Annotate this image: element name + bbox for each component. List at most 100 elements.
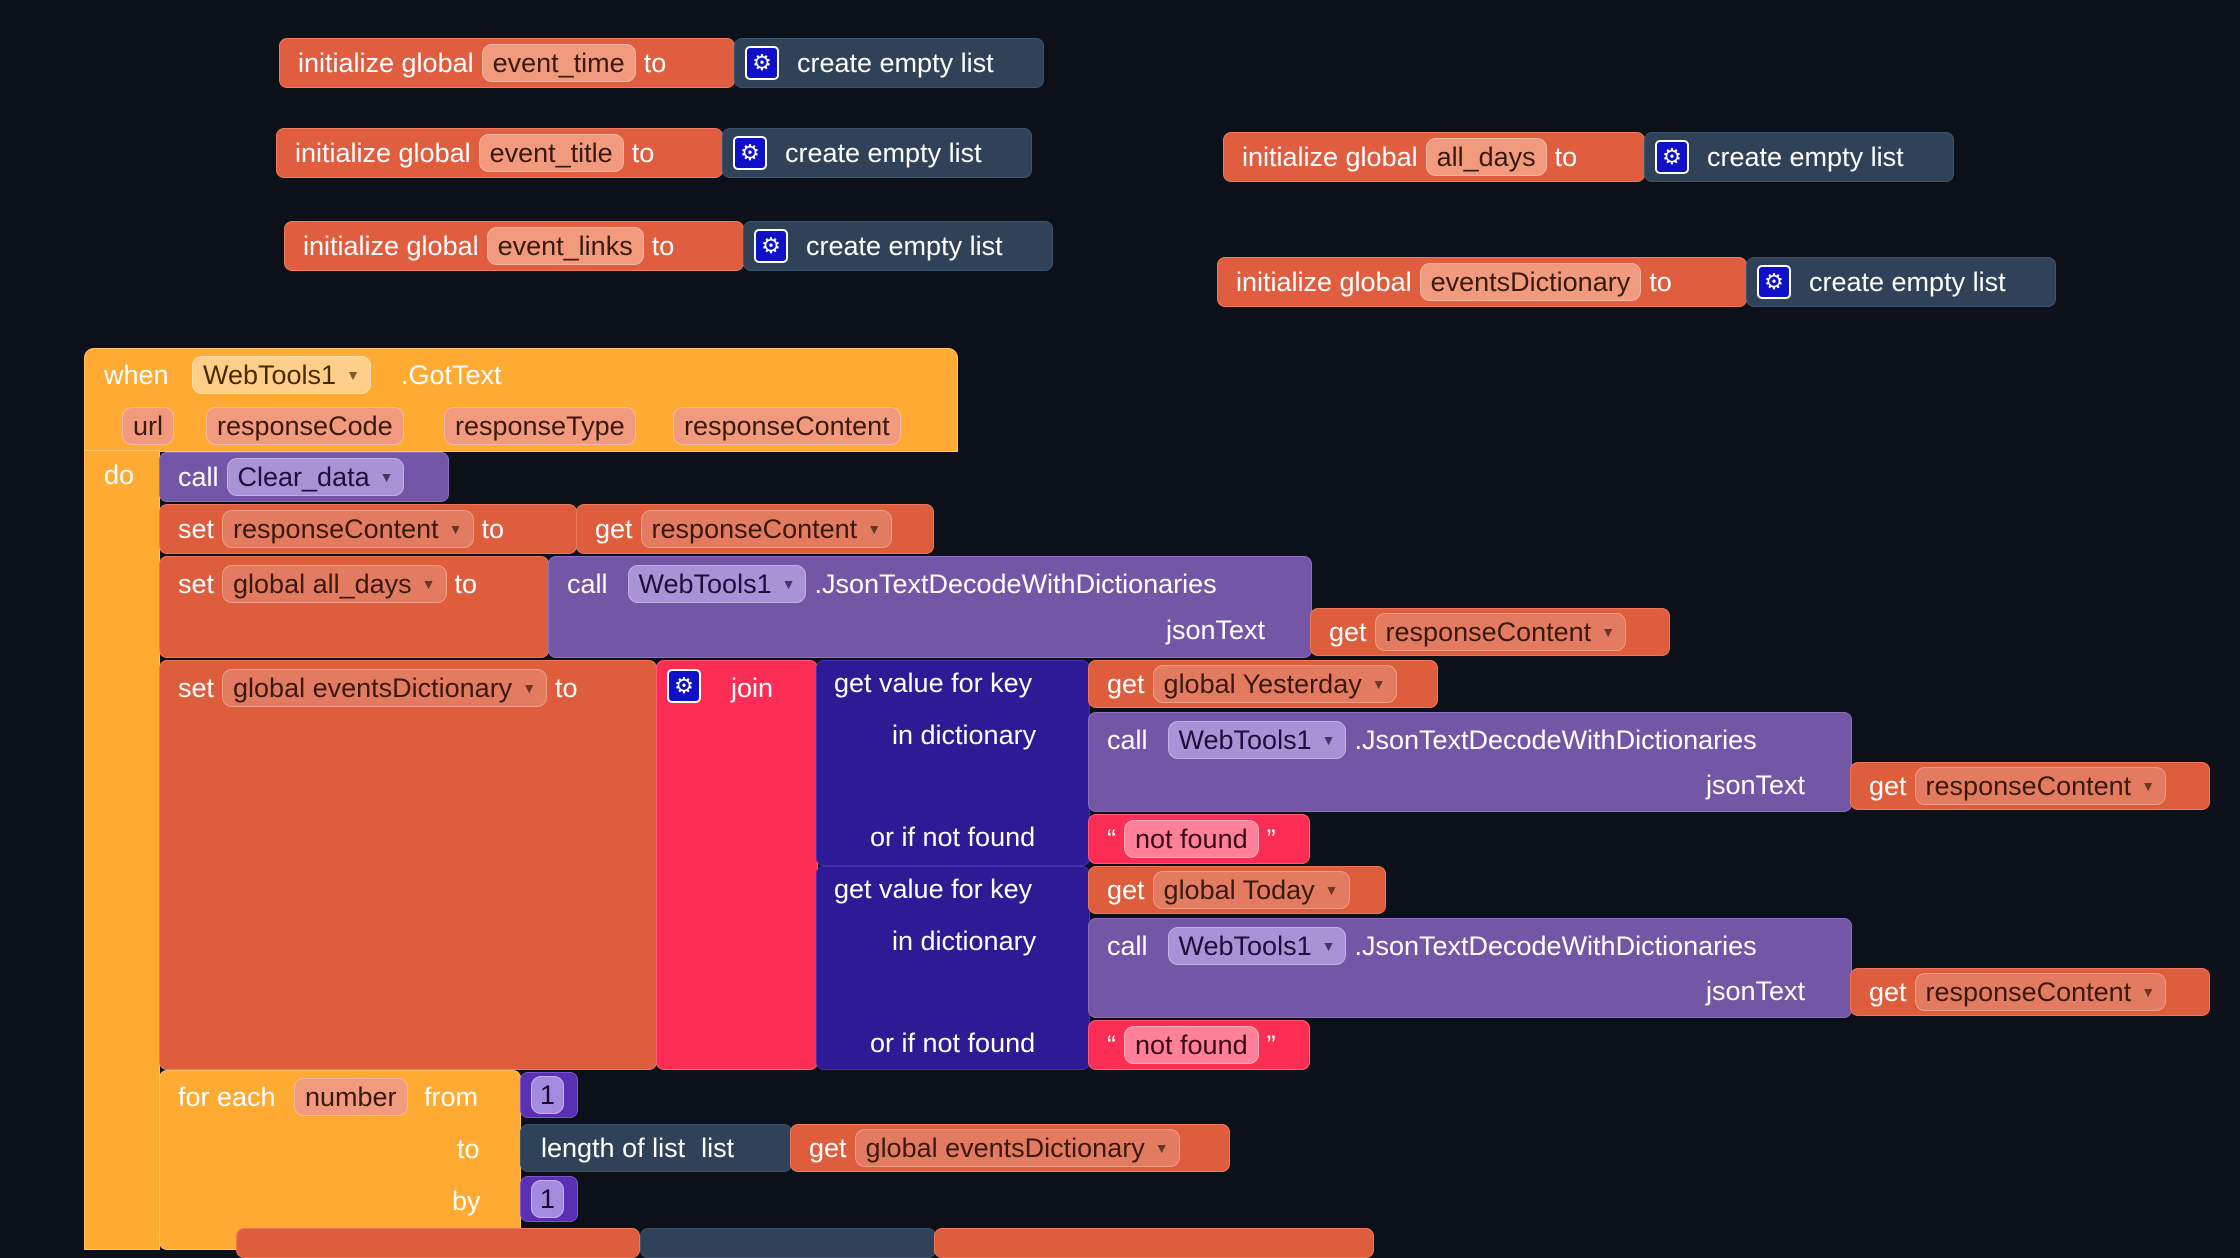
set-keyword: set [178,569,215,599]
set-keyword: set [178,673,215,703]
get-response-content-block[interactable]: get responseContent▼ [1850,968,2210,1016]
get-global-yesterday-block[interactable]: get global Yesterday▼ [1088,660,1438,708]
set-global-all-days-block[interactable]: set global all_days▼ to [159,556,549,658]
get-keyword: get [1107,668,1145,699]
variable-dropdown[interactable]: global all_days▼ [222,565,447,603]
json-decode-call-block[interactable]: call WebTools1▼ .JsonTextDecodeWithDicti… [1088,918,1852,1018]
get-variable-dropdown[interactable]: responseContent▼ [640,510,893,548]
length-of-list-block[interactable]: length of list list [520,1124,792,1172]
create-empty-list-block[interactable]: ⚙ create empty list [1644,132,1954,182]
quote-close: ” [1266,1029,1276,1060]
get-global-events-dictionary-block[interactable]: get global eventsDictionary▼ [790,1124,1230,1172]
method-name: .JsonTextDecodeWithDictionaries [1354,725,1757,755]
param-response-type[interactable]: responseType [444,407,636,445]
gear-icon[interactable]: ⚙ [733,136,767,170]
get-variable-name: global Today [1163,874,1315,905]
init-global-event-title[interactable]: initialize global event_title to [276,128,723,178]
component-dropdown[interactable]: WebTools1▼ [627,565,807,603]
create-empty-list-block[interactable]: ⚙ create empty list [743,221,1053,271]
global-name-field[interactable]: event_time [481,44,636,82]
number-from-block[interactable]: 1 [520,1072,578,1118]
chevron-down-icon: ▼ [1324,882,1339,898]
number-field[interactable]: 1 [531,1180,565,1218]
text-not-found-block[interactable]: “ not found ” [1088,1020,1310,1070]
chevron-down-icon: ▼ [1321,938,1336,954]
chevron-down-icon: ▼ [522,680,537,696]
param-url[interactable]: url [122,407,175,445]
chevron-down-icon: ▼ [2141,984,2156,1000]
method-name: .JsonTextDecodeWithDictionaries [814,569,1217,599]
call-keyword: call [567,569,608,599]
in-dictionary-label: in dictionary [892,926,1037,956]
list-label: list [701,1132,735,1163]
text-field[interactable]: not found [1124,1026,1259,1064]
length-of-list-label: length of list [541,1132,686,1163]
global-name-field[interactable]: eventsDictionary [1419,263,1642,301]
get-response-content-block[interactable]: get responseContent▼ [1310,608,1670,656]
create-empty-list-block[interactable]: ⚙ create empty list [722,128,1032,178]
gear-icon[interactable]: ⚙ [1757,265,1791,299]
variable-dropdown[interactable]: responseContent▼ [222,510,474,548]
loop-variable-field[interactable]: number [294,1078,408,1116]
init-global-all-days[interactable]: initialize global all_days to [1223,132,1645,182]
component-dropdown[interactable]: WebTools1 ▼ [1167,927,1347,965]
to-keyword: to [1649,266,1672,297]
json-decode-call-block[interactable]: call WebTools1▼ .JsonTextDecodeWithDicti… [1088,712,1852,812]
number-by-block[interactable]: 1 [520,1176,578,1222]
set-response-content-block[interactable]: set responseContent▼ to [159,504,577,554]
init-global-events-dictionary[interactable]: initialize global eventsDictionary to [1217,257,1747,307]
number-field[interactable]: 1 [531,1076,565,1114]
gear-icon[interactable]: ⚙ [667,669,701,703]
get-global-today-block[interactable]: get global Today ▼ [1088,866,1386,914]
join-keyword: join [731,673,774,703]
partial-block[interactable] [640,1228,936,1258]
init-global-event-links[interactable]: initialize global event_links to [284,221,744,271]
join-block[interactable]: ⚙ join [656,660,818,1070]
create-empty-list-block[interactable]: ⚙ create empty list [1746,257,2056,307]
component-name: WebTools1 [1178,930,1312,961]
global-name-field[interactable]: event_links [486,227,644,265]
get-variable-dropdown[interactable]: global eventsDictionary▼ [854,1129,1180,1167]
get-variable-dropdown[interactable]: responseContent▼ [1914,973,2167,1011]
global-name-field[interactable]: event_title [478,134,624,172]
text-not-found-block[interactable]: “ not found ” [1088,814,1310,864]
procedure-name: Clear_data [237,461,370,492]
init-global-event-time[interactable]: initialize global event_time to [279,38,735,88]
get-variable-dropdown[interactable]: global Today ▼ [1152,871,1350,909]
create-empty-list-block[interactable]: ⚙ create empty list [734,38,1044,88]
get-value-for-key-block[interactable] [816,660,1090,866]
gear-icon[interactable]: ⚙ [754,229,788,263]
chevron-down-icon: ▼ [421,576,436,592]
init-keyword: initialize global [1242,141,1418,172]
chevron-down-icon: ▼ [1154,1140,1169,1156]
get-variable-dropdown[interactable]: responseContent▼ [1914,767,2167,805]
variable-name: global eventsDictionary [233,672,513,703]
call-clear-data-block[interactable]: call Clear_data▼ [159,452,449,502]
get-variable-dropdown[interactable]: global Yesterday▼ [1152,665,1397,703]
gear-icon[interactable]: ⚙ [745,46,779,80]
to-keyword: to [481,513,505,544]
chevron-down-icon: ▼ [867,521,882,537]
component-dropdown[interactable]: WebTools1▼ [192,356,371,394]
param-response-content[interactable]: responseContent [673,407,901,445]
text-field[interactable]: not found [1124,820,1259,858]
chevron-down-icon: ▼ [1601,624,1616,640]
get-response-content-block[interactable]: get responseContent▼ [576,504,934,554]
procedure-dropdown[interactable]: Clear_data ▼ [226,458,405,496]
get-keyword: get [1107,874,1145,905]
global-name-field[interactable]: all_days [1425,138,1547,176]
chevron-down-icon: ▼ [1371,676,1386,692]
chevron-down-icon: ▼ [448,521,463,537]
get-variable-dropdown[interactable]: responseContent▼ [1374,613,1627,651]
param-response-code[interactable]: responseCode [206,407,404,445]
get-value-for-key-block[interactable] [816,866,1090,1070]
component-dropdown[interactable]: WebTools1▼ [1167,721,1347,759]
json-decode-call-block[interactable]: call WebTools1▼ .JsonTextDecodeWithDicti… [548,556,1312,658]
variable-dropdown[interactable]: global eventsDictionary ▼ [222,669,548,707]
gear-icon[interactable]: ⚙ [1655,140,1689,174]
partial-block[interactable] [236,1228,640,1258]
get-response-content-block[interactable]: get responseContent▼ [1850,762,2210,810]
partial-block[interactable] [934,1228,1374,1258]
chevron-down-icon: ▼ [379,469,394,485]
set-global-events-dictionary-block[interactable]: set global eventsDictionary▼ to [159,660,657,1070]
